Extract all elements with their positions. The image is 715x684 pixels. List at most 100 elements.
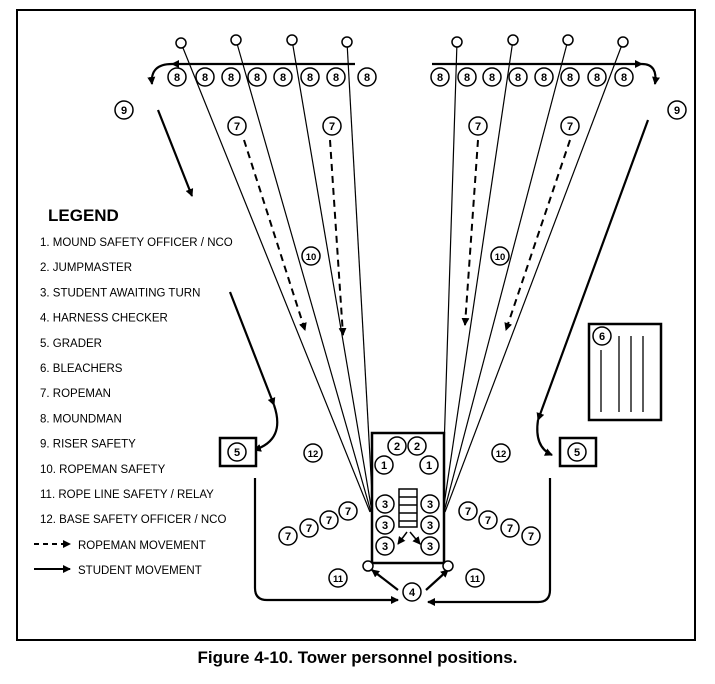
legend-item: 8. MOUNDMAN [40, 413, 122, 425]
mound-corner-anchor [362, 560, 374, 572]
bleachers [587, 322, 663, 422]
position-marker-one: 1 [374, 455, 394, 475]
position-marker-seven: 7 [500, 518, 520, 538]
position-marker-nine: 9 [667, 100, 687, 120]
marker-label: 3 [382, 499, 388, 511]
legend-item: 6. BLEACHERS [40, 363, 123, 375]
marker-label: 1 [381, 460, 387, 472]
marker-label: 8 [464, 72, 470, 84]
marker-label: 9 [674, 105, 680, 117]
legend-item: 2. JUMPMASTER [40, 262, 132, 274]
position-marker-eight: 8 [457, 67, 477, 87]
position-marker-eight: 8 [430, 67, 450, 87]
tower-anchors [175, 34, 629, 49]
position-marker-eight: 8 [221, 67, 241, 87]
position-marker-seven: 7 [278, 526, 298, 546]
figure-caption: Figure 4-10. Tower personnel positions. [197, 648, 518, 667]
marker-label: 8 [202, 72, 208, 84]
position-marker-five: 5 [567, 442, 587, 462]
position-marker-seven: 7 [299, 518, 319, 538]
tower-anchor [451, 36, 463, 48]
marker-label: 6 [599, 331, 605, 343]
marker-label: 3 [382, 520, 388, 532]
legend-item: 7. ROPEMAN [40, 388, 111, 400]
position-marker-seven: 7 [468, 116, 488, 136]
position-marker-ten: 10 [490, 246, 510, 266]
legend-item: 11. ROPE LINE SAFETY / RELAY [40, 489, 214, 501]
marker-label: 11 [333, 574, 344, 585]
marker-label: 8 [364, 72, 370, 84]
tower-anchor [507, 34, 519, 46]
tower-anchor [230, 34, 242, 46]
mound-stairs [398, 488, 418, 528]
marker-label: 7 [345, 506, 351, 518]
student-movement-paths [147, 60, 660, 606]
marker-label: 8 [621, 72, 627, 84]
tower-anchor [341, 36, 353, 48]
legend-title: LEGEND [48, 206, 119, 225]
position-marker-seven: 7 [458, 501, 478, 521]
position-marker-eight: 8 [560, 67, 580, 87]
position-marker-three: 3 [420, 494, 440, 514]
marker-label: 7 [465, 506, 471, 518]
diagram-frame [16, 9, 696, 641]
marker-label: 8 [333, 72, 339, 84]
legend-item: 4. HARNESS CHECKER [40, 313, 168, 325]
position-marker-three: 3 [420, 515, 440, 535]
tower-anchor [562, 34, 574, 46]
marker-label: 8 [254, 72, 260, 84]
marker-label: 7 [326, 515, 332, 527]
position-marker-eight: 8 [195, 67, 215, 87]
ropeman-movement-label: ROPEMAN MOVEMENT [78, 540, 206, 552]
position-marker-one: 1 [419, 455, 439, 475]
position-marker-two: 2 [387, 436, 407, 456]
marker-label: 7 [507, 523, 513, 535]
legend-item: 9. RISER SAFETY [40, 439, 136, 451]
position-marker-two: 2 [407, 436, 427, 456]
tower-anchor [286, 34, 298, 46]
marker-label: 12 [496, 449, 507, 460]
position-marker-eight: 8 [326, 67, 346, 87]
rope-lines [180, 39, 624, 513]
marker-label: 3 [427, 541, 433, 553]
marker-label: 8 [228, 72, 234, 84]
position-marker-twelve: 12 [303, 443, 323, 463]
position-marker-eight: 8 [273, 67, 293, 87]
position-marker-three: 3 [375, 536, 395, 556]
marker-label: 9 [121, 105, 127, 117]
marker-label: 2 [414, 441, 420, 453]
marker-label: 10 [306, 252, 317, 263]
marker-label: 1 [426, 460, 432, 472]
position-marker-three: 3 [375, 515, 395, 535]
position-marker-seven: 7 [521, 526, 541, 546]
marker-label: 8 [437, 72, 443, 84]
position-marker-six: 6 [592, 326, 612, 346]
mound-corner-anchor [442, 560, 454, 572]
marker-label: 7 [567, 121, 573, 133]
position-marker-seven: 7 [227, 116, 247, 136]
marker-label: 7 [234, 121, 240, 133]
position-marker-seven: 7 [478, 510, 498, 530]
legend-item: 10. ROPEMAN SAFETY [40, 464, 166, 476]
marker-label: 7 [485, 515, 491, 527]
position-marker-three: 3 [375, 494, 395, 514]
tower-anchor [175, 37, 187, 49]
marker-label: 12 [308, 449, 319, 460]
marker-label: 8 [594, 72, 600, 84]
position-marker-eight: 8 [300, 67, 320, 87]
position-marker-nine: 9 [114, 100, 134, 120]
ropeman-movement-paths [243, 139, 571, 336]
position-marker-three: 3 [420, 536, 440, 556]
position-marker-eight: 8 [614, 67, 634, 87]
marker-label: 7 [306, 523, 312, 535]
marker-label: 4 [409, 587, 416, 599]
marker-label: 7 [285, 531, 291, 543]
marker-label: 8 [567, 72, 573, 84]
position-marker-eight: 8 [357, 67, 377, 87]
position-marker-seven: 7 [560, 116, 580, 136]
student-movement-label: STUDENT MOVEMENT [78, 565, 202, 577]
legend-item: 3. STUDENT AWAITING TURN [40, 287, 200, 299]
legend-item: 12. BASE SAFETY OFFICER / NCO [40, 514, 226, 526]
